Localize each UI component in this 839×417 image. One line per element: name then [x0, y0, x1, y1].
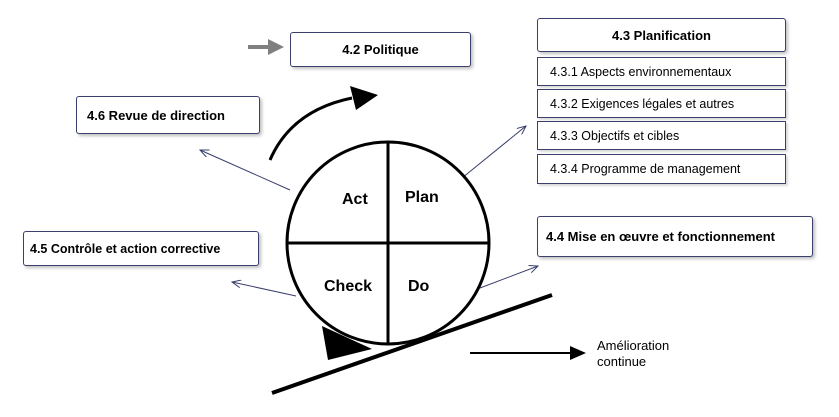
box-planification-title: 4.3 Planification: [612, 27, 711, 43]
box-mise-label: 4.4 Mise en œuvre et fonctionnement: [546, 229, 775, 244]
box-revue-direction: 4.6 Revue de direction: [76, 96, 260, 134]
quadrant-do: Do: [408, 278, 430, 295]
box-mise-en-oeuvre: 4.4 Mise en œuvre et fonctionnement: [537, 216, 813, 257]
planification-item-label: 4.3.3 Objectifs et cibles: [550, 128, 680, 143]
improvement-line2: continue: [597, 354, 647, 369]
quadrant-check: Check: [324, 278, 372, 295]
planification-item: 4.3.4 Programme de management: [537, 154, 786, 184]
quadrant-act: Act: [342, 191, 368, 208]
box-politique: 4.2 Politique: [290, 32, 471, 67]
planification-item: 4.3.1 Aspects environnementaux: [537, 57, 786, 86]
planification-item-label: 4.3.1 Aspects environnementaux: [550, 64, 732, 79]
planification-item-label: 4.3.4 Programme de management: [550, 162, 741, 176]
box-controle-action: 4.5 Contrôle et action corrective: [23, 231, 259, 266]
improvement-line1: Amélioration: [597, 338, 670, 353]
input-arrow: [248, 39, 284, 55]
planification-item: 4.3.3 Objectifs et cibles: [537, 121, 786, 150]
planification-item-label: 4.3.2 Exigences légales et autres: [550, 96, 735, 111]
slope-line: [271, 293, 553, 395]
pdca-circle: [285, 140, 491, 346]
quadrant-plan: Plan: [405, 189, 439, 206]
improvement-arrow: [470, 346, 586, 360]
improvement-label: Amélioration continue: [597, 338, 669, 370]
box-revue-label: 4.6 Revue de direction: [87, 107, 225, 123]
wedge: [322, 326, 372, 360]
arrow-to-revue: [200, 150, 291, 191]
rotation-arrow: [268, 86, 378, 161]
box-planification: 4.3 Planification: [537, 18, 786, 52]
arrow-to-mise-en-oeuvre: [479, 266, 538, 289]
planification-item: 4.3.2 Exigences légales et autres: [537, 89, 786, 118]
box-controle-label: 4.5 Contrôle et action corrective: [30, 241, 221, 256]
box-politique-label: 4.2 Politique: [342, 42, 419, 57]
arrow-to-planification: [461, 126, 526, 179]
arrow-to-controle: [232, 282, 297, 297]
